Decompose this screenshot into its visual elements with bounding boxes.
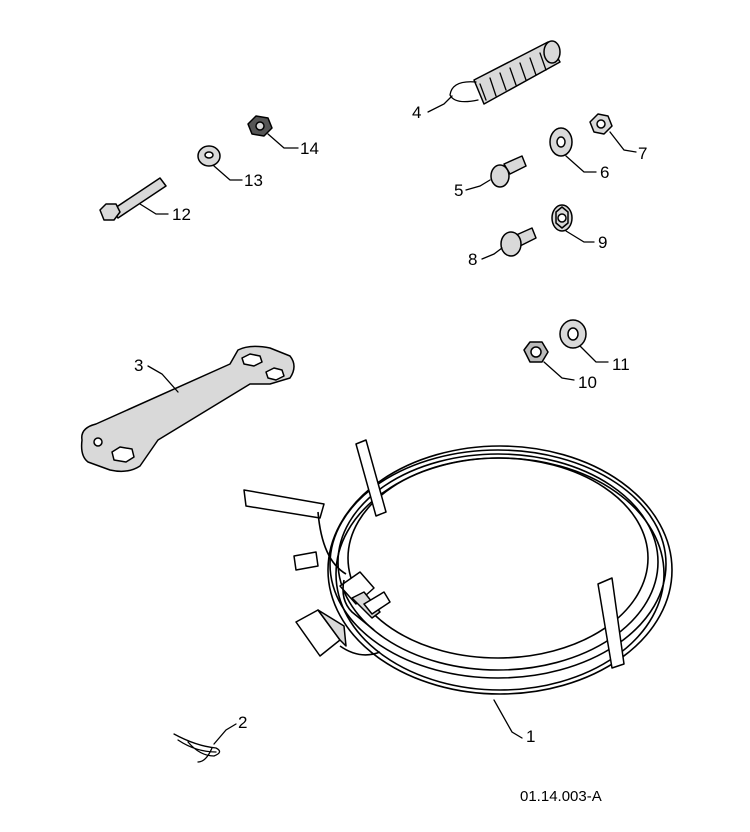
callout-2: 2 [213,713,247,745]
callout-3: 3 [134,356,179,393]
svg-text:9: 9 [598,233,607,252]
part-5-clevis-pin [490,155,527,188]
part-1-cable-harness [243,439,673,695]
callout-1: 1 [493,699,535,746]
callout-6: 6 [565,155,609,182]
svg-text:4: 4 [412,103,421,122]
svg-text:3: 3 [134,356,143,375]
callout-9: 9 [565,230,607,252]
part-10-nut [523,341,549,363]
svg-text:11: 11 [612,355,630,374]
part-9-nut [551,204,573,232]
part-13-spacer [197,145,221,167]
svg-text:13: 13 [244,171,263,190]
part-3-link-bar [80,345,295,473]
part-11-washer [559,319,587,349]
svg-text:7: 7 [638,144,647,163]
svg-text:14: 14 [300,139,319,158]
callout-5: 5 [454,179,491,200]
part-6-washer [549,127,573,157]
svg-text:8: 8 [468,250,477,269]
figure-id: 01.14.003-A [520,788,602,805]
callout-13: 13 [213,165,263,190]
part-4-spring-pin [449,40,561,105]
callout-7: 7 [609,131,647,163]
callout-8: 8 [468,247,503,269]
callout-14: 14 [267,133,319,158]
svg-text:6: 6 [600,163,609,182]
svg-text:10: 10 [578,373,597,392]
callout-12: 12 [139,203,191,224]
part-8-clevis-pin [500,227,537,257]
svg-text:5: 5 [454,181,463,200]
svg-text:1: 1 [526,727,535,746]
callout-11: 11 [579,345,630,374]
svg-text:2: 2 [238,713,247,732]
part-2-hair-pin [173,733,221,763]
part-7-nut [589,113,613,135]
callout-10: 10 [543,361,597,392]
part-14-nut [247,115,273,137]
callout-4: 4 [412,95,453,122]
part-12-bolt [99,177,167,221]
svg-text:12: 12 [172,205,191,224]
